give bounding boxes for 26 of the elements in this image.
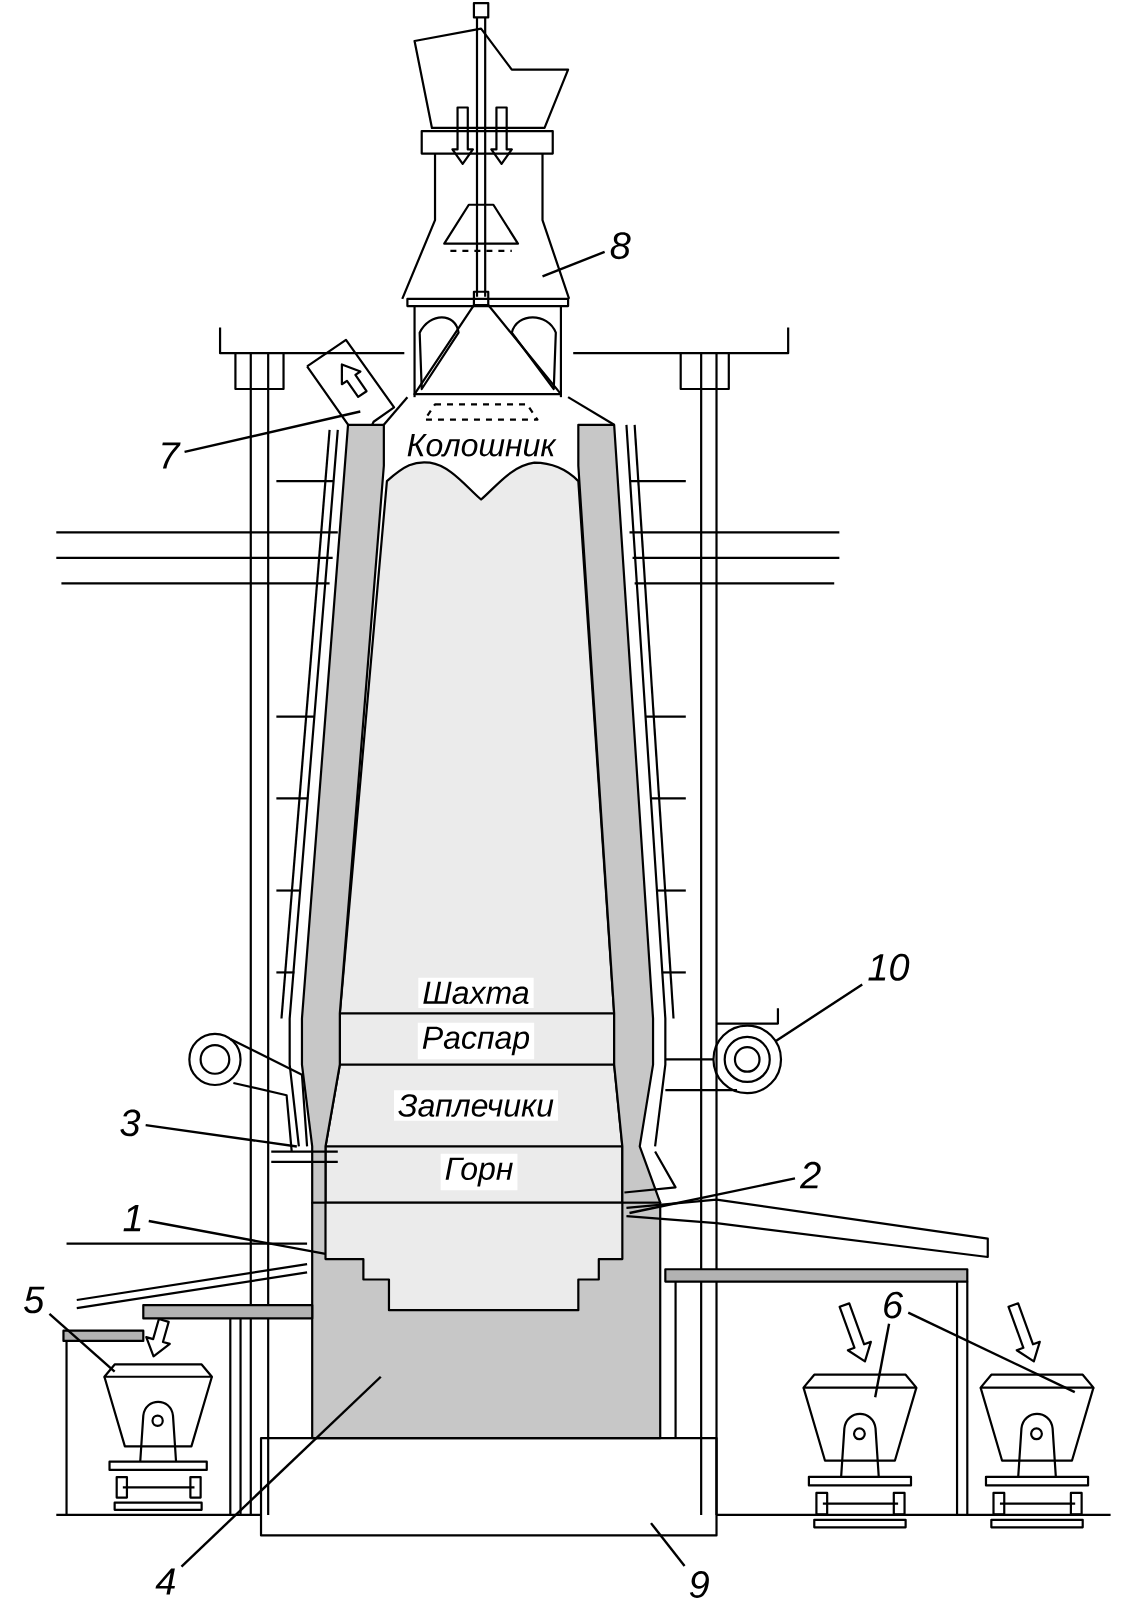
leader-line [148,1219,326,1256]
leader-line [629,1177,796,1215]
callout-number: 2 [799,1161,821,1189]
leader-line [542,250,606,278]
callout-number: 7 [162,442,181,469]
zone-label: Заплечики [393,1090,558,1121]
callout-number: 8 [610,232,631,260]
leader-line [650,1522,686,1567]
leader-line [775,983,863,1042]
zone-label: Распар [417,1022,535,1060]
callout-number: 6 [884,1291,904,1319]
leader-line [907,1311,1076,1394]
leader-line [180,1375,382,1568]
leader-line [184,410,361,454]
leader-line [874,1323,891,1398]
callout-number: 1 [123,1205,141,1232]
callout-number: 3 [120,1109,141,1137]
callout-number: 10 [868,953,910,981]
zone-label: Колошник [402,430,560,461]
zone-label: Шахта [418,977,534,1009]
callout-number: 9 [689,1571,709,1598]
leader-line [48,1312,116,1373]
callout-number: 4 [155,1568,175,1595]
zone-label: Горн [440,1153,518,1191]
callout-number: 5 [24,1286,45,1314]
leader-line [145,1123,297,1148]
